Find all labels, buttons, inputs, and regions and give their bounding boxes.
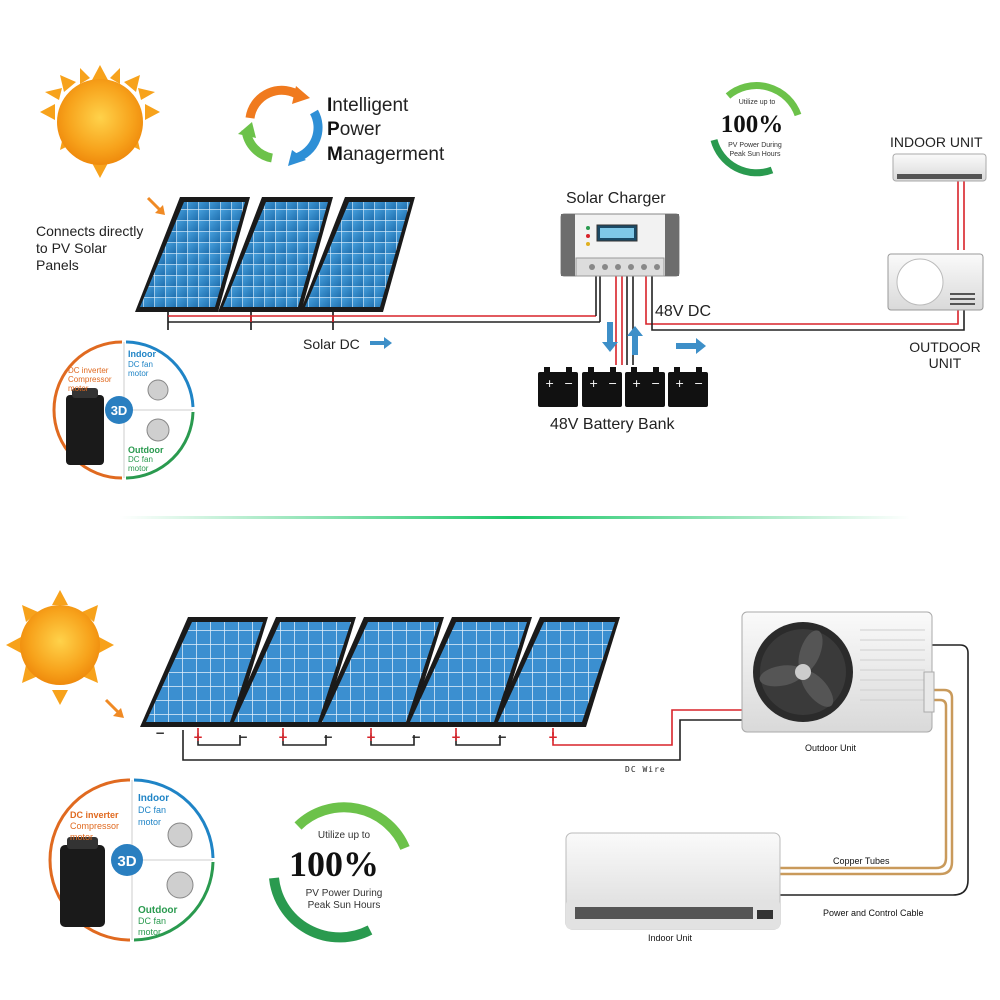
pv-badge-top: Utilize up to 100% PV Power During Peak … xyxy=(710,82,802,177)
bottom-solar-panels xyxy=(140,617,620,727)
solar-charger-device xyxy=(560,213,680,277)
indoor-unit-icon-bottom xyxy=(565,832,781,930)
ipm-line-3: Managerment xyxy=(327,144,445,165)
svg-text:+: + xyxy=(545,377,554,390)
outdoor-unit-label-bottom: Outdoor Unit xyxy=(805,743,857,753)
outdoor-unit-label-top-1: OUTDOOR xyxy=(909,339,981,355)
bottom-wiring xyxy=(182,644,969,896)
svg-text:Compressor: Compressor xyxy=(68,375,112,384)
svg-text:Compressor: Compressor xyxy=(70,821,119,831)
svg-text:+: + xyxy=(632,377,641,390)
svg-text:−: − xyxy=(238,730,248,744)
solar-charger-label: Solar Charger xyxy=(566,190,666,207)
outdoor-unit-icon-top xyxy=(887,253,984,311)
connects-text: Connects directly to PV Solar Panels xyxy=(36,223,143,273)
flow-arrows xyxy=(370,322,706,355)
battery-icon: + − xyxy=(668,367,708,407)
svg-text:+: + xyxy=(675,377,684,390)
indoor-unit-label-bottom: Indoor Unit xyxy=(648,933,693,943)
svg-text:motor: motor xyxy=(128,369,149,378)
polarity-marks: − + − + − + − + − + xyxy=(155,726,558,744)
solar-panel-icon xyxy=(228,617,356,727)
svg-text:to PV Solar: to PV Solar xyxy=(36,240,107,256)
svg-text:Indoor: Indoor xyxy=(138,793,169,804)
section-divider xyxy=(120,516,910,519)
sun-icon xyxy=(40,65,160,178)
battery-bank: + − + − + − + − xyxy=(538,367,708,407)
svg-text:−: − xyxy=(564,377,573,390)
svg-text:Indoor: Indoor xyxy=(128,349,156,359)
battery-icon: + − xyxy=(582,367,622,407)
svg-text:−: − xyxy=(411,730,421,744)
svg-text:DC fan: DC fan xyxy=(138,805,166,815)
svg-text:+: + xyxy=(193,730,203,744)
svg-text:DC fan: DC fan xyxy=(128,360,153,369)
battery-bank-label: 48V Battery Bank xyxy=(550,416,676,433)
solar-panel-icon xyxy=(404,617,532,727)
solar-panel-icon xyxy=(316,617,444,727)
svg-text:motor: motor xyxy=(128,464,149,473)
svg-text:−: − xyxy=(608,377,617,390)
svg-text:−: − xyxy=(155,726,165,740)
svg-text:−: − xyxy=(651,377,660,390)
svg-text:−: − xyxy=(497,730,507,744)
svg-text:Utilize up to: Utilize up to xyxy=(739,99,776,106)
dc-3d-circle-top: 3D DC inverter Compressor motor Indoor D… xyxy=(52,340,195,480)
solar-panel-icon xyxy=(140,617,268,727)
svg-text:motor: motor xyxy=(68,384,89,393)
svg-text:Outdoor: Outdoor xyxy=(128,445,164,455)
svg-text:+: + xyxy=(366,730,376,744)
sun-icon xyxy=(6,590,114,705)
svg-text:Connects directly: Connects directly xyxy=(36,223,143,239)
svg-text:Outdoor: Outdoor xyxy=(138,905,178,916)
svg-text:DC inverter: DC inverter xyxy=(68,366,109,375)
svg-text:motor: motor xyxy=(138,927,161,937)
dc-3d-circle-bottom: 3D DC inverter Compressor motor Indoor D… xyxy=(48,778,215,942)
svg-text:DC fan: DC fan xyxy=(128,455,153,464)
svg-text:+: + xyxy=(589,377,598,390)
top-solar-panels xyxy=(135,197,415,330)
dc-wire-label: DC Wire xyxy=(625,765,666,774)
svg-text:100%: 100% xyxy=(721,111,784,138)
solar-panel-icon xyxy=(300,197,415,330)
battery-icon: + − xyxy=(625,367,665,407)
power-cable-label: Power and Control Cable xyxy=(823,908,924,918)
indoor-unit-icon-top xyxy=(892,153,987,182)
svg-text:+: + xyxy=(278,730,288,744)
svg-text:−: − xyxy=(694,377,703,390)
svg-text:−: − xyxy=(323,730,333,744)
pv-badge-bottom: Utilize up to 100% PV Power During Peak … xyxy=(269,802,410,943)
solar-panel-icon xyxy=(135,197,250,330)
indoor-unit-label-top: INDOOR UNIT xyxy=(890,134,983,150)
battery-icon: + − xyxy=(538,367,578,407)
svg-text:+: + xyxy=(451,730,461,744)
svg-text:100%: 100% xyxy=(289,844,379,884)
ipm-logo-icon xyxy=(238,85,323,166)
dc48-label: 48V DC xyxy=(655,303,711,320)
svg-text:DC fan: DC fan xyxy=(138,916,166,926)
copper-tubes-label: Copper Tubes xyxy=(833,856,890,866)
svg-text:+: + xyxy=(548,730,558,744)
svg-text:PV Power During: PV Power During xyxy=(306,888,383,899)
ipm-line-2: Power xyxy=(327,119,382,140)
solar-panel-icon xyxy=(492,617,620,727)
ipm-line-1: Intelligent xyxy=(327,95,409,116)
svg-text:Utilize up to: Utilize up to xyxy=(318,830,371,841)
svg-text:3D: 3D xyxy=(117,853,136,870)
svg-text:Peak Sun Hours: Peak Sun Hours xyxy=(730,151,781,158)
svg-text:PV Power During: PV Power During xyxy=(728,142,782,149)
svg-text:3D: 3D xyxy=(111,403,128,418)
solar-dc-label: Solar DC xyxy=(303,336,360,352)
outdoor-unit-label-top-2: UNIT xyxy=(929,355,962,371)
svg-text:DC inverter: DC inverter xyxy=(70,810,119,820)
svg-text:Panels: Panels xyxy=(36,257,79,273)
svg-text:Peak Sun Hours: Peak Sun Hours xyxy=(308,900,381,911)
top-wiring xyxy=(168,178,965,365)
svg-text:motor: motor xyxy=(138,817,161,827)
svg-text:motor: motor xyxy=(70,832,93,842)
outdoor-unit-icon-bottom xyxy=(741,611,935,733)
